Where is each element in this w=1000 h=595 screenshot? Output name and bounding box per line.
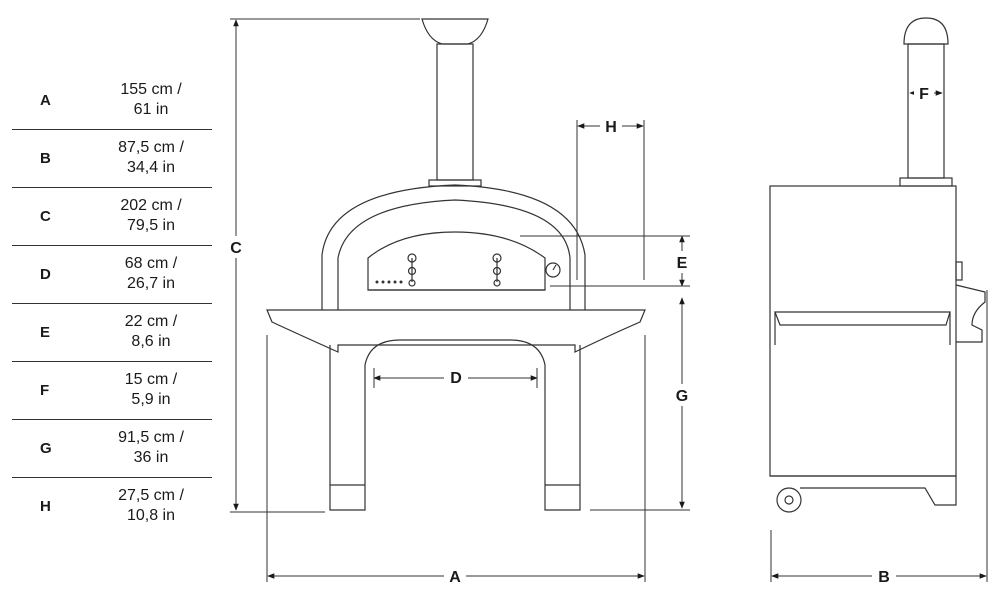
- dimension-row-d: D 68 cm / 26,7 in: [12, 246, 212, 304]
- dimension-letter: B: [40, 150, 51, 167]
- wheel-icon: [776, 487, 802, 513]
- dimension-metric: 22 cm /: [124, 313, 178, 330]
- dimension-imperial: 79,5 in: [126, 217, 176, 234]
- dimension-letter: A: [40, 92, 51, 109]
- label-a: A: [449, 569, 461, 586]
- label-b: B: [878, 569, 890, 586]
- dimension-row-a: A 155 cm / 61 in: [12, 72, 212, 130]
- dimension-value: 68 cm / 26,7 in: [96, 254, 206, 294]
- front-view: [266, 18, 646, 511]
- dimension-value: 91,5 cm / 36 in: [96, 428, 206, 468]
- dimension-imperial: 5,9 in: [131, 391, 171, 408]
- dimension-letter: F: [40, 382, 50, 399]
- dimension-metric: 202 cm /: [120, 197, 182, 214]
- side-base: [770, 475, 957, 506]
- oven-base-arch: [329, 339, 581, 511]
- side-tray: [774, 311, 951, 326]
- oven-dome-inner: [337, 199, 571, 310]
- dimension-imperial: 8,6 in: [131, 333, 171, 350]
- dimension-row-c: C 202 cm / 79,5 in: [12, 188, 212, 246]
- side-chimney-pipe: [907, 43, 945, 179]
- chimney-pipe: [436, 43, 474, 181]
- dimension-row-g: G 91,5 cm / 36 in: [12, 420, 212, 478]
- side-view: [769, 17, 986, 513]
- dimension-value: 87,5 cm / 34,4 in: [96, 138, 206, 178]
- label-g: G: [676, 388, 688, 405]
- side-body: [769, 185, 957, 477]
- dimension-metric: 15 cm /: [124, 371, 178, 388]
- dimension-value: 155 cm / 61 in: [96, 80, 206, 120]
- door-handle-right: [492, 253, 502, 287]
- side-chimney-collar: [899, 177, 953, 187]
- side-shelf: [266, 309, 646, 353]
- dimension-imperial: 26,7 in: [126, 275, 176, 292]
- control-dots: [375, 280, 403, 284]
- dimension-imperial: 36 in: [133, 449, 169, 466]
- dimension-imperial: 61 in: [133, 101, 169, 118]
- dimension-imperial: 34,4 in: [126, 159, 176, 176]
- dimension-metric: 27,5 cm /: [118, 487, 184, 504]
- oven-mouth: [367, 231, 546, 291]
- dimension-row-e: E 22 cm / 8,6 in: [12, 304, 212, 362]
- dimension-row-h: H 27,5 cm / 10,8 in: [12, 478, 212, 535]
- dimension-metric: 87,5 cm /: [118, 139, 184, 156]
- door-handle-left: [407, 253, 417, 287]
- dimension-value: 22 cm / 8,6 in: [96, 312, 206, 352]
- label-c: C: [230, 240, 242, 257]
- side-handle: [955, 284, 986, 343]
- dimension-letter: D: [40, 266, 51, 283]
- dimension-letter: C: [40, 208, 51, 225]
- dimension-letter: E: [40, 324, 51, 341]
- label-e: E: [677, 255, 688, 272]
- dimension-value: 15 cm / 5,9 in: [96, 370, 206, 410]
- chimney-collar: [428, 179, 482, 187]
- dimension-metric: 155 cm /: [120, 81, 182, 98]
- label-f: F: [919, 86, 929, 103]
- label-d: D: [450, 370, 462, 387]
- dimension-value: 27,5 cm / 10,8 in: [96, 486, 206, 526]
- dimension-row-f: F 15 cm / 5,9 in: [12, 362, 212, 420]
- dimension-metric: 91,5 cm /: [118, 429, 184, 446]
- dimension-letter: H: [40, 498, 51, 515]
- oven-dome: [321, 184, 586, 310]
- chimney-cap: [421, 18, 489, 45]
- dimension-row-b: B 87,5 cm / 34,4 in: [12, 130, 212, 188]
- dimensions-table: A 155 cm / 61 in B 87,5 cm / 34,4 in C 2…: [12, 72, 212, 535]
- dimension-letter: G: [40, 440, 52, 457]
- dimension-metric: 68 cm /: [124, 255, 178, 272]
- dimension-imperial: 10,8 in: [126, 507, 176, 524]
- thermometer-icon: [545, 262, 561, 278]
- label-h: H: [605, 119, 617, 136]
- dimension-value: 202 cm / 79,5 in: [96, 196, 206, 236]
- side-chimney-cap: [903, 17, 949, 45]
